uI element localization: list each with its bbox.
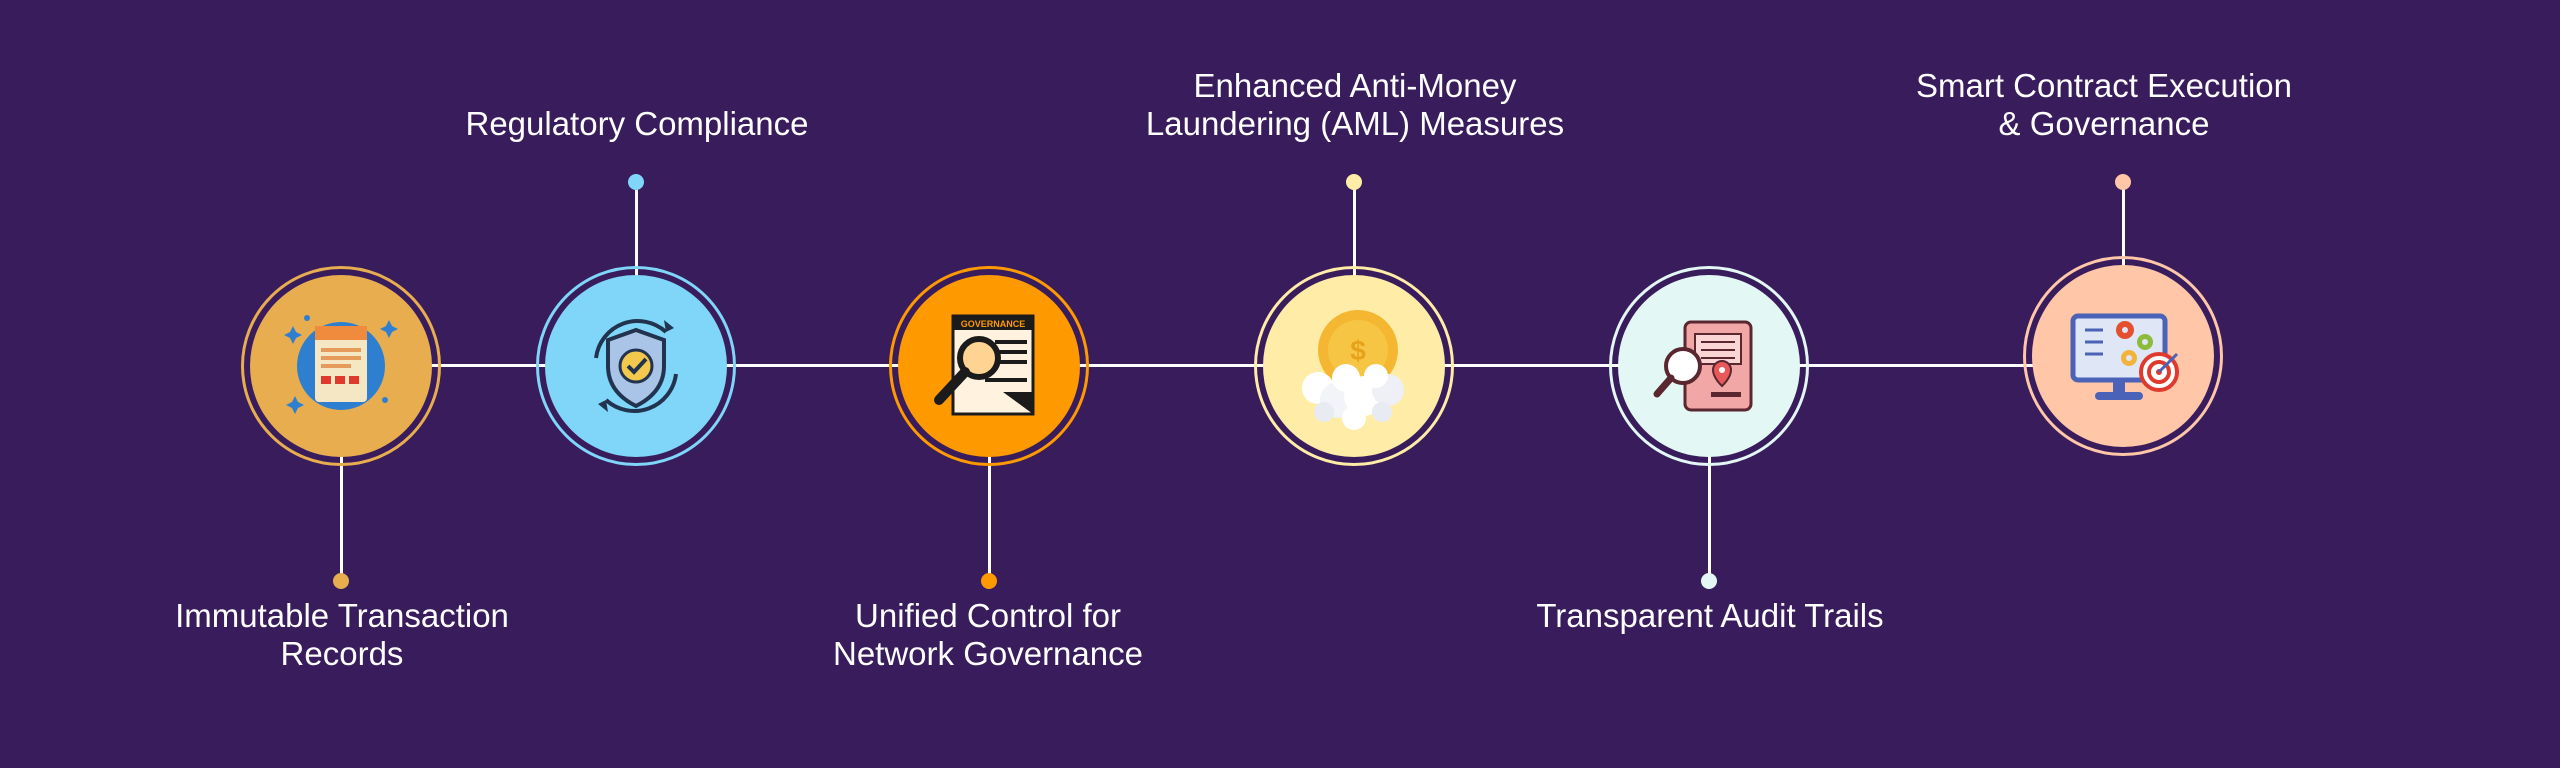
audit-report-icon xyxy=(1653,320,1753,412)
step-ring xyxy=(1609,266,1809,466)
connector-dot xyxy=(981,573,997,589)
step-label: Enhanced Anti-Money Laundering (AML) Mea… xyxy=(1145,67,1565,142)
governance-caption: GOVERNANCE xyxy=(961,319,1026,329)
connector-dot xyxy=(1346,174,1362,190)
step-ring xyxy=(2023,256,2223,456)
step-ring xyxy=(241,266,441,466)
connector xyxy=(340,366,343,580)
step-label: Unified Control for Network Governance xyxy=(833,597,1143,672)
governance-magnifier-icon: GOVERNANCE xyxy=(934,314,1035,416)
connector xyxy=(988,366,991,580)
connector-dot xyxy=(333,573,349,589)
step-label: Regulatory Compliance xyxy=(465,105,809,142)
svg-text:$: $ xyxy=(1350,335,1366,366)
step-ring xyxy=(1254,266,1454,466)
washing-coin-icon: $ xyxy=(1302,310,1404,430)
connector-dot xyxy=(628,174,644,190)
document-ledger-icon xyxy=(284,315,398,414)
step-ring xyxy=(536,266,736,466)
connector-dot xyxy=(1701,573,1717,589)
step-ring xyxy=(889,266,1089,466)
timeline-line xyxy=(340,364,2120,367)
step-label: Transparent Audit Trails xyxy=(1536,597,1884,634)
connector xyxy=(1708,366,1711,580)
step-label: Smart Contract Execution & Governance xyxy=(1916,67,2292,142)
connector-dot xyxy=(2115,174,2131,190)
step-label: Immutable Transaction Records xyxy=(175,597,509,672)
monitor-gears-target-icon xyxy=(2070,313,2179,400)
shield-check-icon xyxy=(594,319,678,413)
